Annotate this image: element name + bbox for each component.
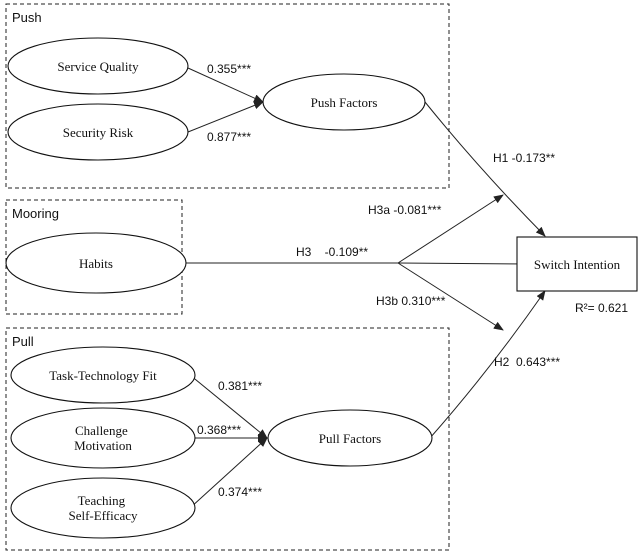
push-group-box bbox=[5, 3, 450, 189]
pull-group-label: Pull bbox=[12, 334, 34, 349]
security-risk-label: Security Risk bbox=[63, 125, 134, 140]
r-squared: R²= 0.621 bbox=[575, 301, 628, 315]
switch-intention-node bbox=[516, 236, 638, 292]
teaching-self-efficacy-line-1: Teaching bbox=[78, 493, 126, 508]
edge-h3b-moderation bbox=[397, 262, 504, 331]
edge-task-technology-fit-to-pull bbox=[189, 374, 268, 439]
edge-push-to-switch bbox=[424, 101, 546, 237]
teaching-self-efficacy-line-2: Self-Efficacy bbox=[68, 508, 138, 523]
coef-h3b: H3b 0.310*** bbox=[376, 294, 446, 308]
coef-h1: H1 -0.173** bbox=[493, 151, 555, 165]
coef-teaching-self-efficacy: 0.374*** bbox=[218, 485, 262, 499]
push-factors-label: Push Factors bbox=[311, 95, 378, 110]
pull-factors-node bbox=[267, 409, 433, 467]
edge-h3a-moderation bbox=[397, 194, 504, 264]
habits-label: Habits bbox=[79, 256, 113, 271]
edge-service-quality-to-push bbox=[187, 67, 264, 103]
pull-group-box bbox=[5, 327, 450, 551]
coef-challenge-motivation: 0.368*** bbox=[197, 423, 241, 437]
edge-habits-to-switch bbox=[397, 259, 534, 268]
service-quality-label: Service Quality bbox=[57, 59, 139, 74]
push-factors-node bbox=[262, 73, 426, 131]
security-risk-node bbox=[7, 103, 189, 161]
service-quality-node bbox=[7, 37, 189, 95]
challenge-motivation-line-1: Challenge bbox=[75, 423, 128, 438]
push-group-label: Push bbox=[12, 10, 42, 25]
switch-intention-label: Switch Intention bbox=[534, 257, 621, 272]
habits-node bbox=[5, 232, 187, 294]
coef-task-technology-fit: 0.381*** bbox=[218, 379, 262, 393]
teaching-self-efficacy-label: Teaching Self-Efficacy bbox=[68, 493, 138, 523]
challenge-motivation-node bbox=[10, 407, 196, 469]
coef-service-quality: 0.355*** bbox=[207, 62, 251, 76]
coef-h2: H2 0.643*** bbox=[494, 355, 560, 369]
coef-h3a: H3a -0.081*** bbox=[368, 203, 442, 217]
task-technology-fit-node bbox=[10, 346, 196, 404]
task-technology-fit-label: Task-Technology Fit bbox=[49, 368, 157, 383]
challenge-motivation-line-2: Motivation bbox=[74, 438, 132, 453]
mooring-group-label: Mooring bbox=[12, 206, 59, 221]
coef-h3: H3 -0.109** bbox=[296, 245, 368, 259]
edge-teaching-self-efficacy-to-pull bbox=[189, 437, 268, 509]
edge-security-risk-to-push bbox=[187, 101, 264, 133]
coef-security-risk: 0.877*** bbox=[207, 130, 251, 144]
teaching-self-efficacy-node bbox=[10, 477, 196, 539]
pull-factors-label: Pull Factors bbox=[319, 431, 381, 446]
edge-pull-to-switch bbox=[429, 290, 546, 439]
challenge-motivation-label: Challenge Motivation bbox=[74, 423, 132, 453]
